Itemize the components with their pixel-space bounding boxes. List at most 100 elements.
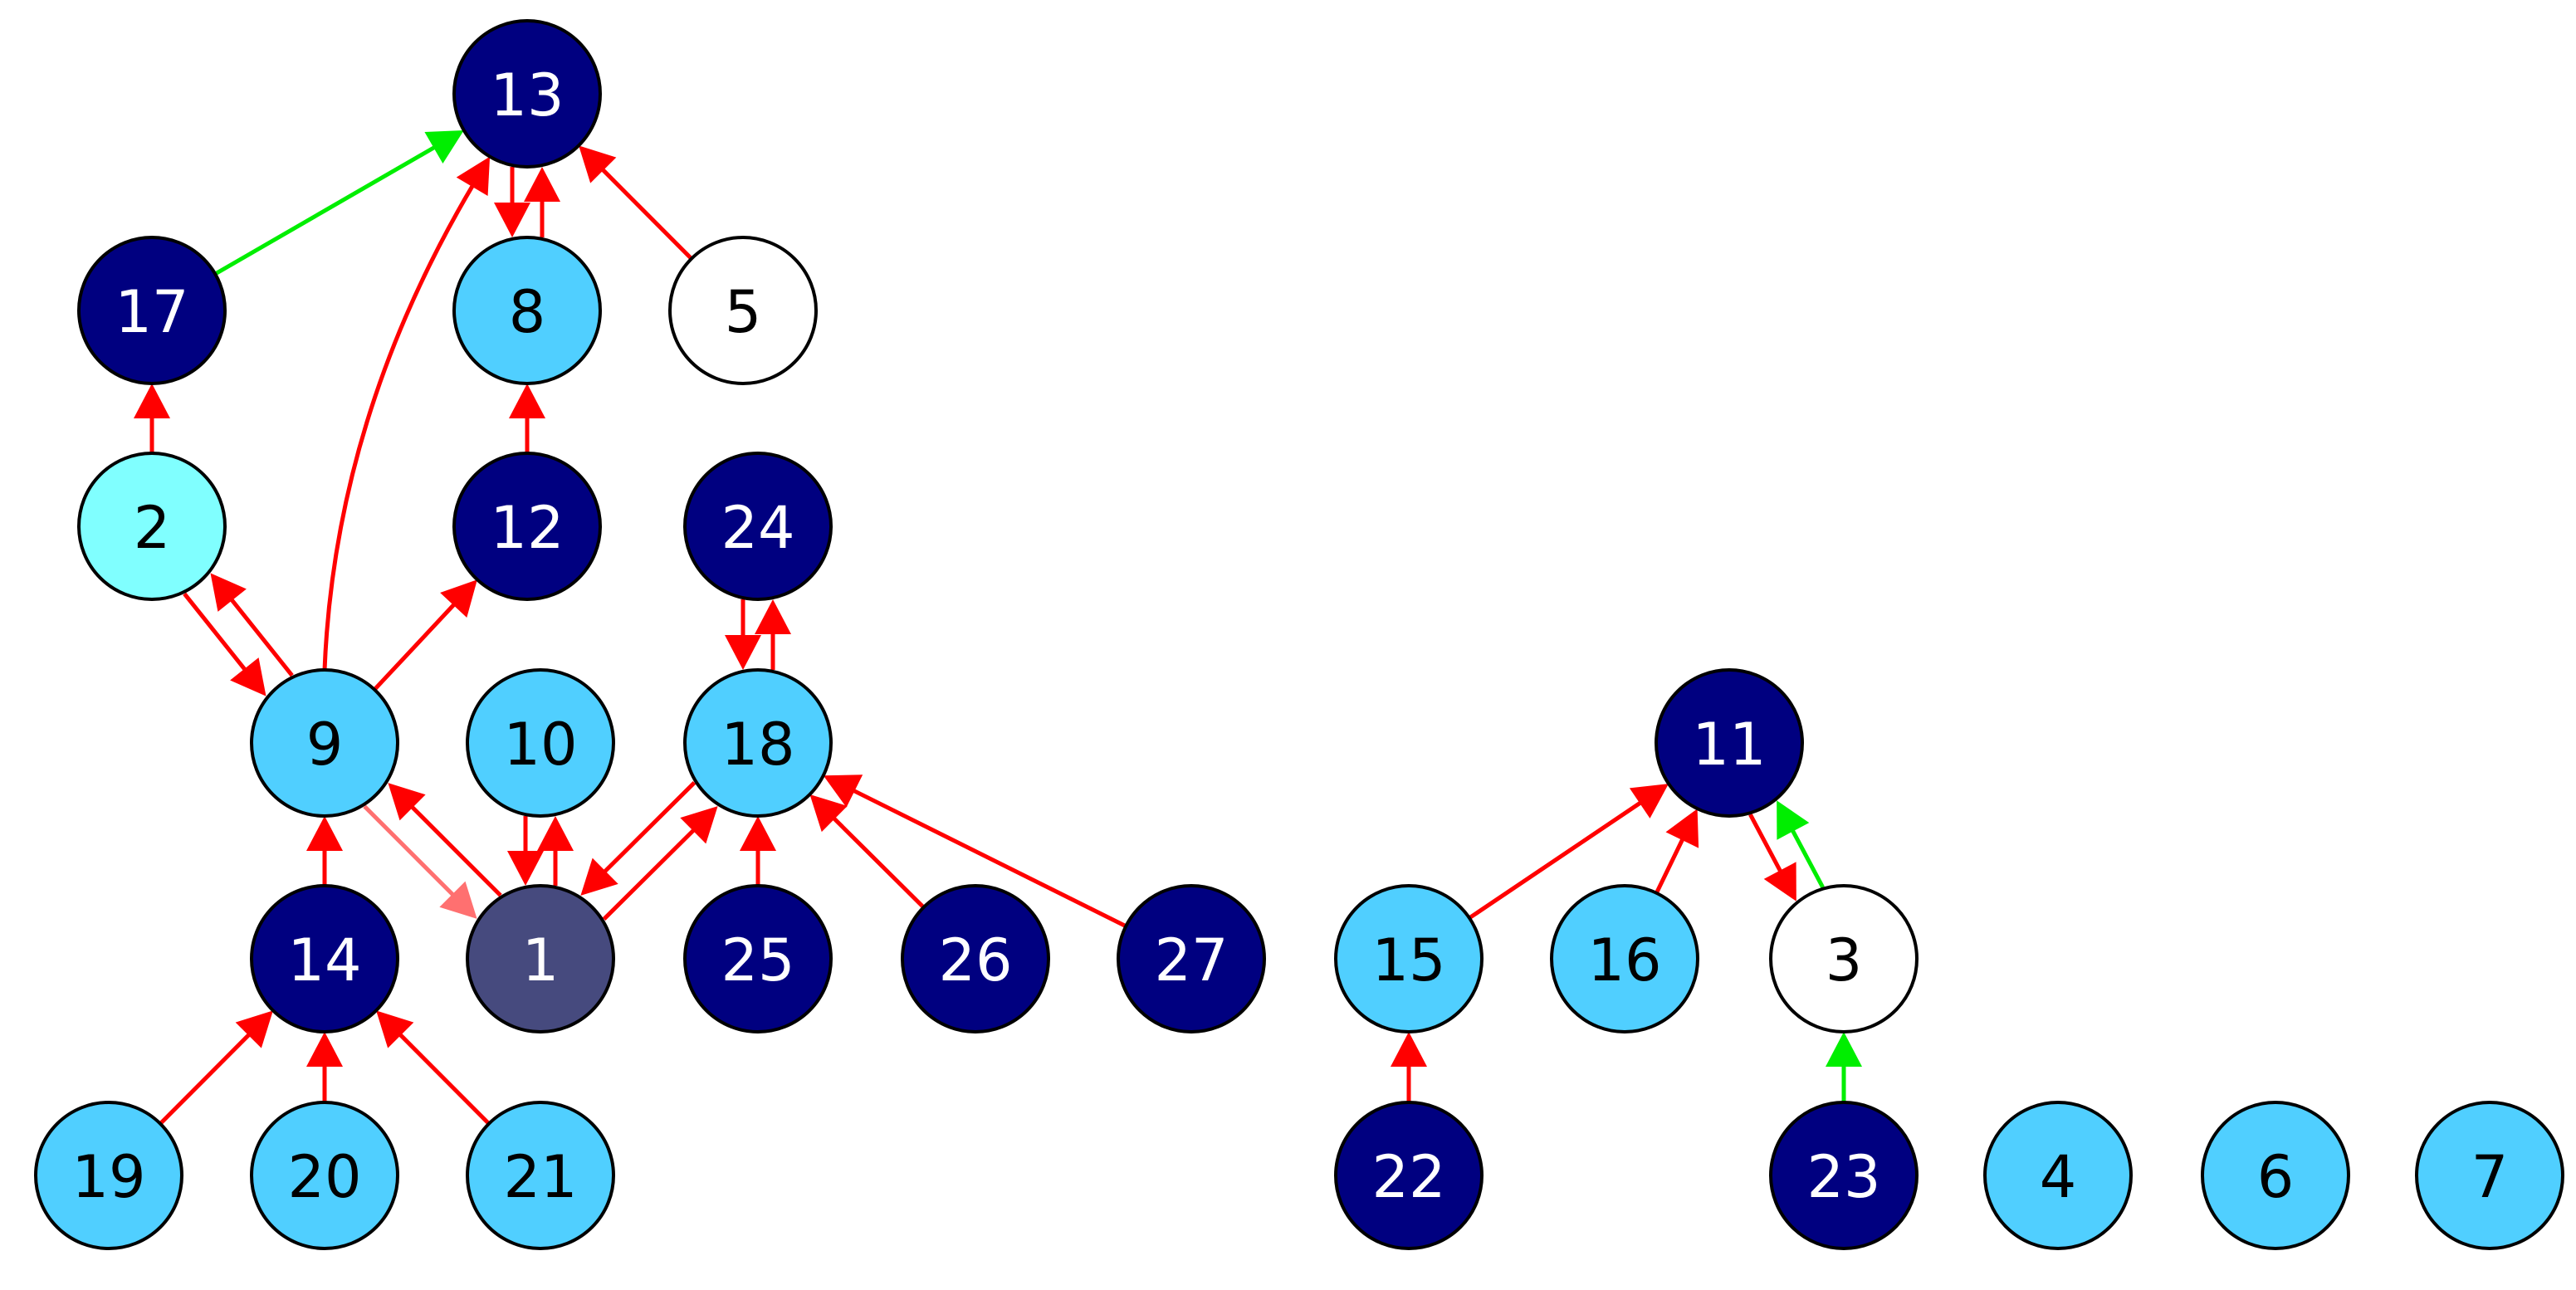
node-12-circle [452, 452, 602, 601]
node-7-label: 7 [2471, 1143, 2509, 1211]
node-14[interactable]: 14 [250, 884, 399, 1033]
node-2[interactable]: 2 [77, 452, 227, 601]
edge-11-to-3-arrowhead [1763, 862, 1796, 902]
node-22-label: 22 [1371, 1143, 1445, 1211]
edge-8-to-13-arrowhead [524, 167, 560, 202]
edge-15-to-11 [1468, 800, 1643, 920]
edge-19-to-14-arrowhead [235, 1010, 273, 1048]
node-2-circle [77, 452, 227, 601]
node-26[interactable]: 26 [901, 884, 1050, 1033]
edge-9-to-2-arrowhead [210, 573, 247, 612]
node-6-label: 6 [2257, 1143, 2295, 1211]
node-5-circle [668, 236, 818, 385]
node-9-label: 9 [306, 711, 344, 779]
edge-19-to-14 [159, 1032, 252, 1126]
node-5[interactable]: 5 [668, 236, 818, 385]
node-8-circle [452, 236, 602, 385]
node-15-circle [1334, 884, 1484, 1033]
node-8-label: 8 [509, 278, 546, 346]
edge-2-to-17-arrowhead [134, 384, 170, 418]
edge-18-to-1 [603, 781, 697, 874]
node-22-circle [1334, 1101, 1484, 1250]
edge-2-to-9 [183, 592, 247, 672]
node-18[interactable]: 18 [683, 668, 833, 818]
node-6[interactable]: 6 [2201, 1101, 2350, 1250]
edge-16-to-11-arrowhead [1665, 809, 1699, 848]
edge-9-to-12-arrowhead [440, 579, 477, 618]
edges-layer [134, 130, 1862, 1126]
node-17-label: 17 [115, 278, 188, 346]
node-11-circle [1655, 668, 1804, 818]
edge-3-to-11 [1790, 828, 1825, 889]
edge-13-to-8-arrowhead [494, 203, 530, 237]
edge-9-to-2 [229, 598, 294, 677]
edge-1-to-18 [602, 828, 696, 921]
node-17[interactable]: 17 [77, 236, 227, 385]
node-14-circle [250, 884, 399, 1033]
edge-22-to-15-arrowhead [1391, 1032, 1427, 1067]
node-26-label: 26 [938, 926, 1012, 994]
node-21[interactable]: 21 [466, 1101, 615, 1250]
node-13-circle [452, 19, 602, 169]
node-7-circle [2415, 1101, 2564, 1250]
node-25[interactable]: 25 [683, 884, 833, 1033]
node-17-circle [77, 236, 227, 385]
node-1[interactable]: 1 [466, 884, 615, 1033]
node-21-label: 21 [503, 1143, 577, 1211]
node-4-circle [1983, 1101, 2133, 1250]
node-16-circle [1550, 884, 1699, 1033]
node-27[interactable]: 27 [1117, 884, 1266, 1033]
node-3[interactable]: 3 [1769, 884, 1919, 1033]
node-12-label: 12 [490, 494, 564, 562]
edge-1-to-9-arrowhead [388, 783, 426, 821]
node-1-circle [466, 884, 615, 1033]
node-8[interactable]: 8 [452, 236, 602, 385]
edge-21-to-14 [398, 1032, 491, 1126]
edge-9-to-13-arrowhead [456, 156, 491, 197]
edge-15-to-11-arrowhead [1629, 784, 1669, 818]
node-26-circle [901, 884, 1050, 1033]
node-5-label: 5 [725, 278, 762, 346]
node-16-label: 16 [1587, 926, 1661, 994]
node-10[interactable]: 10 [466, 668, 615, 818]
node-12[interactable]: 12 [452, 452, 602, 601]
node-24-circle [683, 452, 833, 601]
edge-21-to-14-arrowhead [376, 1010, 414, 1048]
node-19[interactable]: 19 [34, 1101, 183, 1250]
node-3-label: 3 [1826, 926, 1863, 994]
node-11-label: 11 [1692, 711, 1766, 779]
edge-14-to-9-arrowhead [306, 816, 343, 851]
node-11[interactable]: 11 [1655, 668, 1804, 818]
node-13-label: 13 [490, 61, 564, 129]
node-20[interactable]: 20 [250, 1101, 399, 1250]
node-19-circle [34, 1101, 183, 1250]
edge-24-to-18-arrowhead [725, 635, 761, 670]
node-7[interactable]: 7 [2415, 1101, 2564, 1250]
node-15-label: 15 [1371, 926, 1445, 994]
node-22[interactable]: 22 [1334, 1101, 1484, 1250]
node-15[interactable]: 15 [1334, 884, 1484, 1033]
node-23-label: 23 [1806, 1143, 1880, 1211]
node-16[interactable]: 16 [1550, 884, 1699, 1033]
node-23[interactable]: 23 [1769, 1101, 1919, 1250]
node-24[interactable]: 24 [683, 452, 833, 601]
edge-9-to-13 [322, 183, 475, 671]
edge-18-to-1-arrowhead [580, 858, 618, 896]
edge-25-to-18-arrowhead [740, 816, 776, 851]
node-21-circle [466, 1101, 615, 1250]
node-25-label: 25 [721, 926, 794, 994]
node-13[interactable]: 13 [452, 19, 602, 169]
node-2-label: 2 [134, 494, 171, 562]
node-18-circle [683, 668, 833, 818]
edge-10-to-1-arrowhead [507, 851, 544, 886]
edge-20-to-14-arrowhead [306, 1032, 343, 1067]
edge-5-to-13-arrowhead [579, 145, 617, 183]
node-25-circle [683, 884, 833, 1033]
edge-2-to-9-arrowhead [230, 657, 266, 696]
node-9[interactable]: 9 [250, 668, 399, 818]
node-14-label: 14 [287, 926, 361, 994]
node-3-circle [1769, 884, 1919, 1033]
node-23-circle [1769, 1101, 1919, 1250]
node-4[interactable]: 4 [1983, 1101, 2133, 1250]
